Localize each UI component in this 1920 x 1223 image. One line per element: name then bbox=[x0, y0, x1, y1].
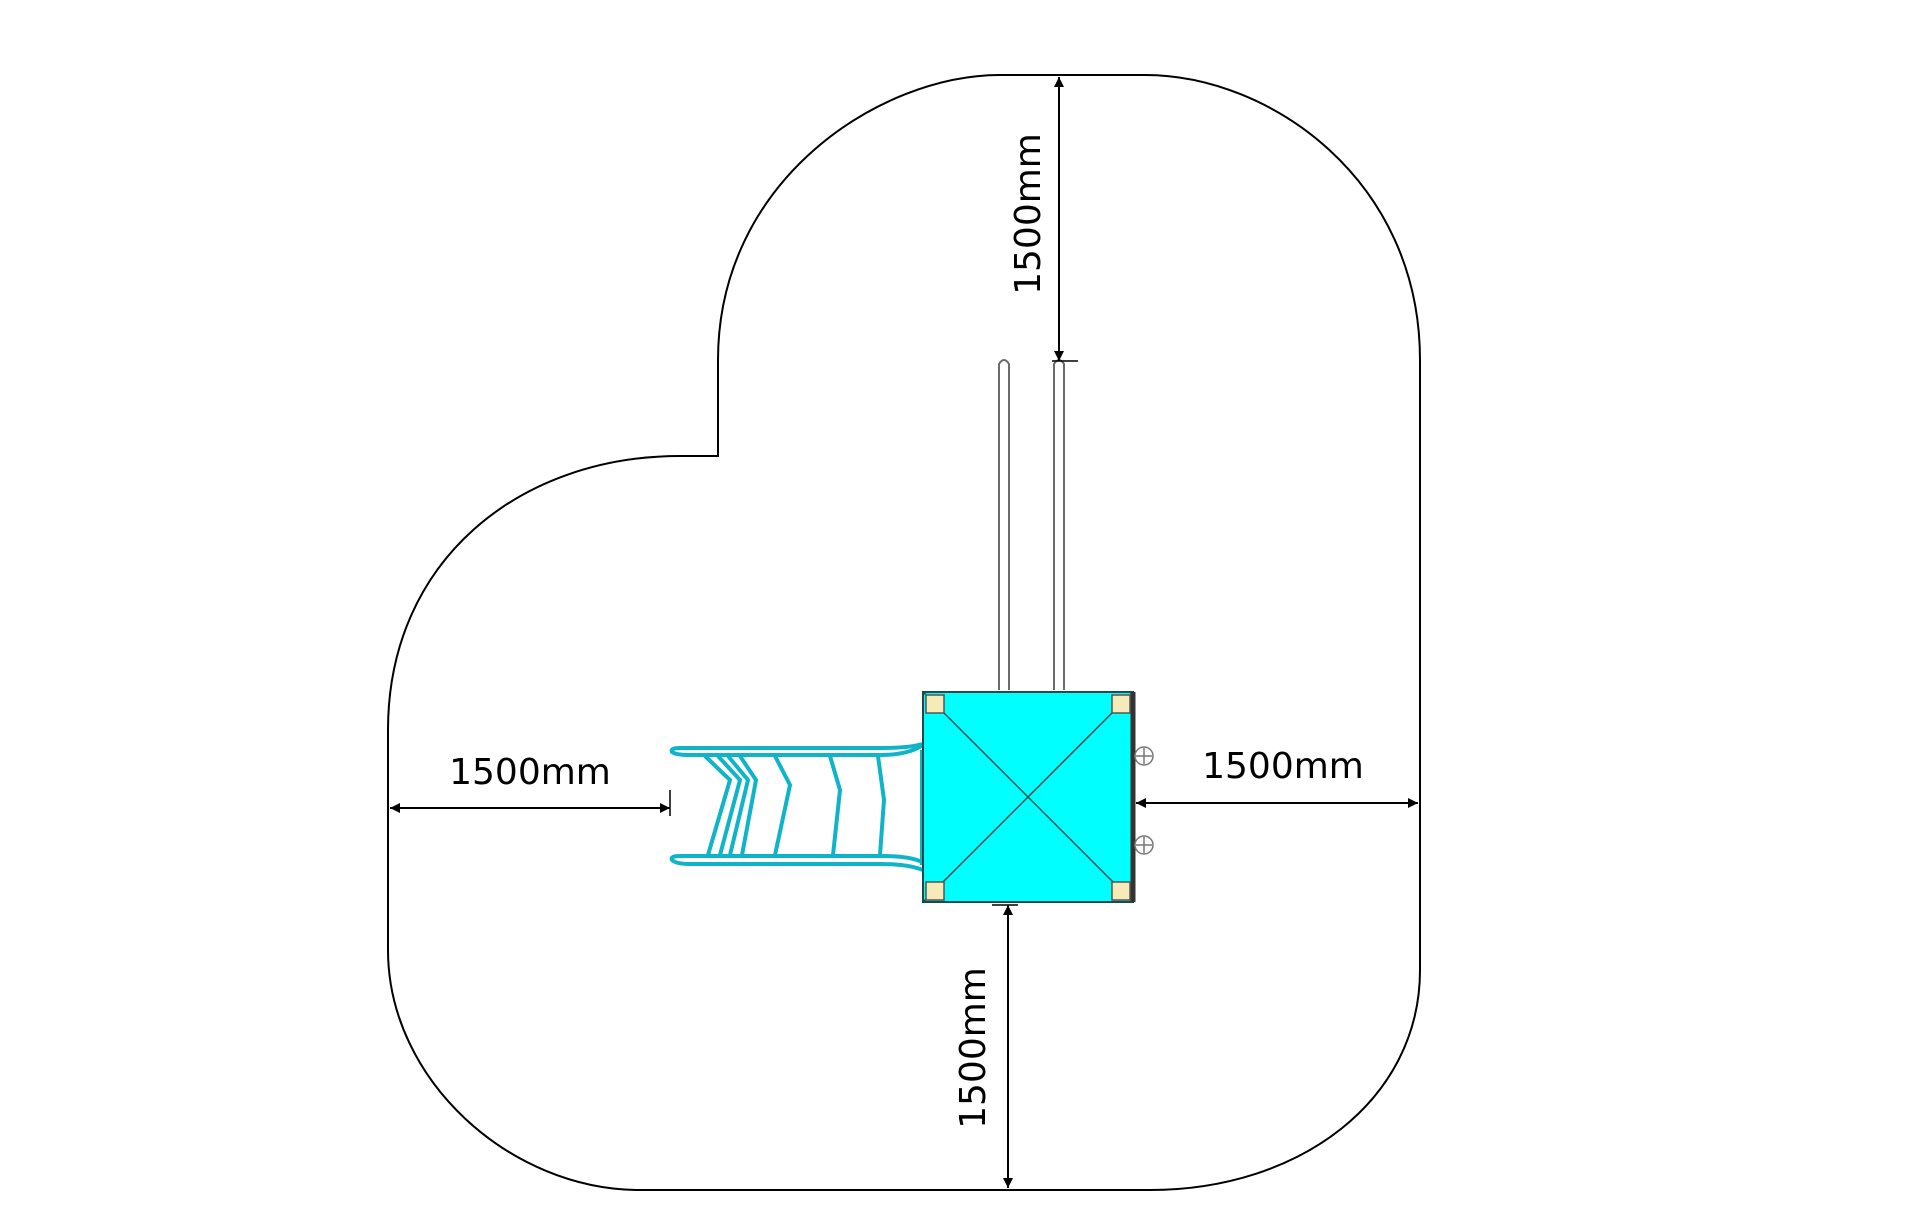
dimension-top-label: 1500mm bbox=[1008, 133, 1049, 295]
steering-wheel-icon bbox=[1134, 746, 1154, 855]
safety-zone-outline bbox=[387, 74, 1421, 1191]
dimension-right: 1500mm bbox=[1136, 746, 1418, 808]
dimension-top: 1500mm bbox=[1008, 77, 1078, 362]
dimension-left-label: 1500mm bbox=[449, 752, 611, 793]
dimension-bottom: 1500mm bbox=[953, 904, 1018, 1188]
ladder-rails bbox=[998, 359, 1065, 690]
slide bbox=[669, 740, 929, 874]
corner-posts bbox=[925, 694, 1131, 901]
dimension-left: 1500mm bbox=[390, 752, 671, 816]
platform-roof bbox=[922, 691, 1136, 903]
dimension-bottom-label: 1500mm bbox=[953, 967, 994, 1129]
dimension-right-label: 1500mm bbox=[1202, 746, 1364, 787]
